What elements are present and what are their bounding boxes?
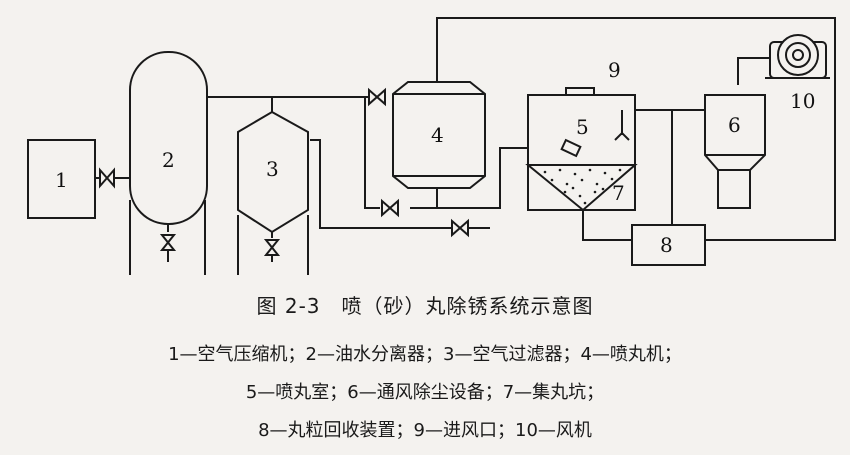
label-9: 9 <box>608 58 621 82</box>
figure-title: 图 2-3 喷（砂）丸除锈系统示意图 <box>256 294 594 318</box>
label-6: 6 <box>728 113 741 137</box>
valve-icon <box>368 87 386 107</box>
blast-nozzle-icon <box>560 138 582 158</box>
air-compressor <box>27 139 96 219</box>
shot-recovery-unit <box>631 224 706 266</box>
legend-line-2: 5—喷丸室；6—通风除尘设备；7—集丸坑； <box>245 382 605 403</box>
label-5: 5 <box>576 115 589 139</box>
shot-particles <box>543 168 622 205</box>
valve-icon <box>381 198 399 218</box>
shot-collection-pit <box>525 164 638 212</box>
fan-icon <box>765 34 830 79</box>
blast-system-diagram: 1 2 3 4 9 5 <box>27 17 836 275</box>
legend-line-1: 1—空气压缩机；2—油水分离器；3—空气过滤器；4—喷丸机； <box>168 344 682 365</box>
valve-icon <box>99 167 115 189</box>
label-7: 7 <box>612 181 625 205</box>
drain-valve-icon <box>159 224 177 262</box>
drain-valve-icon <box>263 232 281 262</box>
label-2: 2 <box>162 148 175 172</box>
label-4: 4 <box>431 123 444 147</box>
oil-water-separator <box>129 51 208 225</box>
label-3: 3 <box>266 157 279 181</box>
air-inlet <box>565 87 595 96</box>
ventilation-dust-collector <box>704 94 766 209</box>
label-10: 10 <box>790 89 815 113</box>
label-1: 1 <box>55 168 68 192</box>
valve-icon <box>451 218 469 238</box>
label-8: 8 <box>660 233 673 257</box>
pipe-network <box>95 17 836 275</box>
legend-line-3: 8—丸粒回收装置；9—进风口；10—风机 <box>258 420 592 441</box>
shot-blasting-machine <box>392 81 486 189</box>
